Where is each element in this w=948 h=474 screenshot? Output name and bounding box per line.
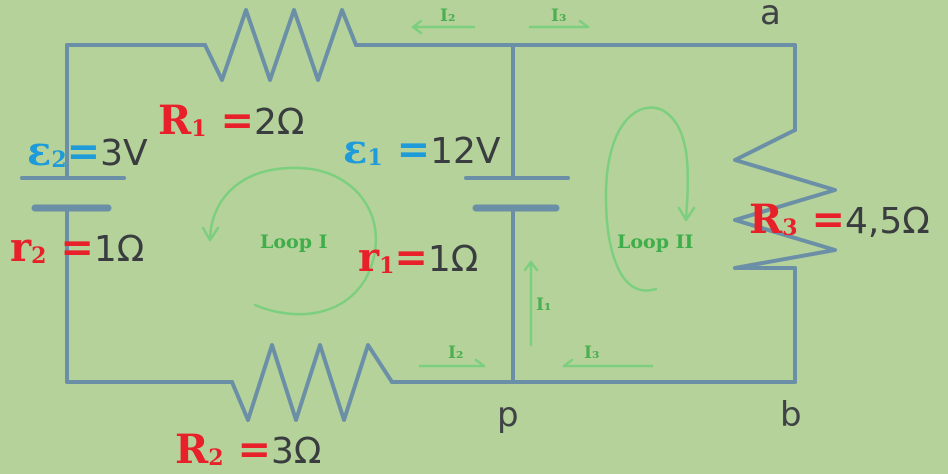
wire-left-bottom (65, 208, 234, 384)
r1-value: 2Ω (254, 102, 305, 143)
label-r2-internal: r2 =1Ω (10, 224, 145, 271)
r2-subscript: 2 (31, 243, 47, 269)
current-label-i3-top: I₃ (551, 6, 567, 26)
loop2-label: Loop II (617, 231, 694, 253)
label-e1: ε1 =12V (343, 126, 501, 173)
loop1-arrowhead (201, 226, 220, 242)
e2-value: 3V (100, 133, 148, 174)
arrow-i1 (523, 260, 539, 347)
arrow-i3-top (528, 19, 590, 29)
label-r3: R3 =4,5Ω (749, 196, 930, 243)
label-r1-internal: r1=1Ω (358, 234, 479, 281)
wire-bottom (390, 266, 797, 384)
wire-top (354, 43, 797, 132)
loop2-arrowhead (677, 206, 696, 222)
r3-symbol: R (749, 196, 783, 243)
current-label-i1: I₁ (536, 295, 552, 315)
r1-internal-subscript: 1 (379, 253, 395, 279)
e1-subscript: 1 (367, 145, 383, 171)
loop1-label: Loop I (260, 231, 328, 253)
r2-resistor-subscript: 2 (208, 445, 224, 471)
r1-symbol: R (158, 97, 192, 144)
r2-resistor-symbol: R (175, 426, 209, 473)
node-a: a (760, 0, 781, 33)
e2-subscript: 2 (51, 147, 67, 173)
e1-value: 12V (430, 131, 501, 172)
node-p: p (497, 395, 519, 435)
resistor-r3 (733, 128, 837, 270)
arrow-i2-bottom (418, 358, 486, 368)
r3-value: 4,5Ω (845, 201, 930, 242)
label-e2: ε2=3V (27, 128, 148, 175)
e1-symbol: ε (343, 126, 368, 173)
e2-symbol: ε (27, 128, 52, 175)
node-b: b (780, 395, 802, 435)
r2-value: 1Ω (93, 229, 145, 270)
current-label-i2-top: I₂ (440, 6, 456, 26)
r2-symbol: r (10, 224, 32, 271)
resistor-r1 (203, 8, 358, 82)
label-r2: R2 =3Ω (175, 426, 322, 473)
resistor-r2 (230, 343, 394, 422)
r3-subscript: 3 (782, 215, 798, 241)
arrow-i3-bottom (562, 358, 654, 368)
wire-left-top (65, 43, 207, 178)
current-label-i3-bottom: I₃ (584, 343, 600, 363)
loop1-arrow (208, 166, 377, 316)
r2-resistor-value: 3Ω (271, 431, 322, 472)
loop2-arrow (604, 106, 690, 292)
current-label-i2-bottom: I₂ (448, 343, 464, 363)
r1-internal-value: 1Ω (427, 239, 479, 280)
r1-internal-symbol: r (358, 234, 380, 281)
arrow-i2-top (411, 19, 476, 35)
label-r1: R1 =2Ω (158, 97, 305, 144)
r1-subscript: 1 (191, 116, 207, 142)
